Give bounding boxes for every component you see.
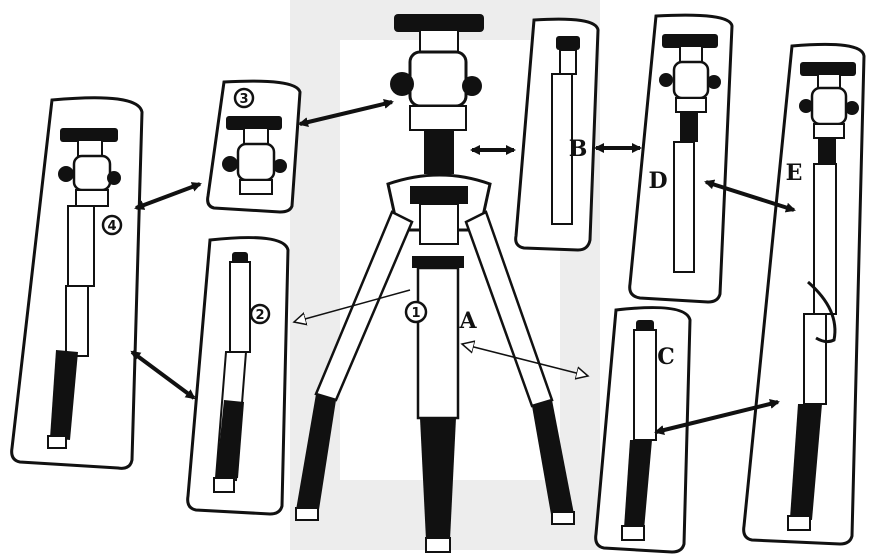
panel-D-monopod-head: D: [628, 13, 734, 304]
arrow-3-to-tripod: [298, 98, 394, 128]
label-E: E: [786, 160, 803, 186]
arrow-D-to-E: [704, 179, 796, 213]
label-D: D: [648, 168, 667, 194]
arrow-C-to-E: [654, 399, 780, 435]
panel-4-extended-column: 4: [10, 96, 144, 470]
panel-E-full-monopod: E: [742, 42, 866, 546]
outline-arrows: [294, 289, 588, 376]
callout-3: 3: [239, 92, 248, 107]
callout-1: 1: [411, 306, 420, 321]
ball-head-icon: [58, 128, 121, 207]
label-A: A: [458, 308, 477, 334]
panel-C-leg: C: [594, 306, 692, 554]
ball-head-icon: [222, 116, 287, 195]
arrow-4-to-2: [130, 350, 196, 400]
callout-2: 2: [255, 308, 264, 323]
ball-head-icon: [659, 34, 721, 113]
label-C: C: [657, 344, 675, 370]
callout-4: 4: [107, 219, 116, 234]
arrow-A-to-C: [462, 344, 588, 376]
panel-2-column: 2: [186, 236, 290, 516]
arrow-1-to-2: [294, 289, 411, 322]
arrow-4-to-3: [134, 182, 202, 210]
panel-B-monopod: B: [514, 17, 600, 252]
arrows: [130, 98, 796, 435]
label-B: B: [569, 136, 588, 162]
panel-3-ball-head: 3: [206, 79, 302, 214]
